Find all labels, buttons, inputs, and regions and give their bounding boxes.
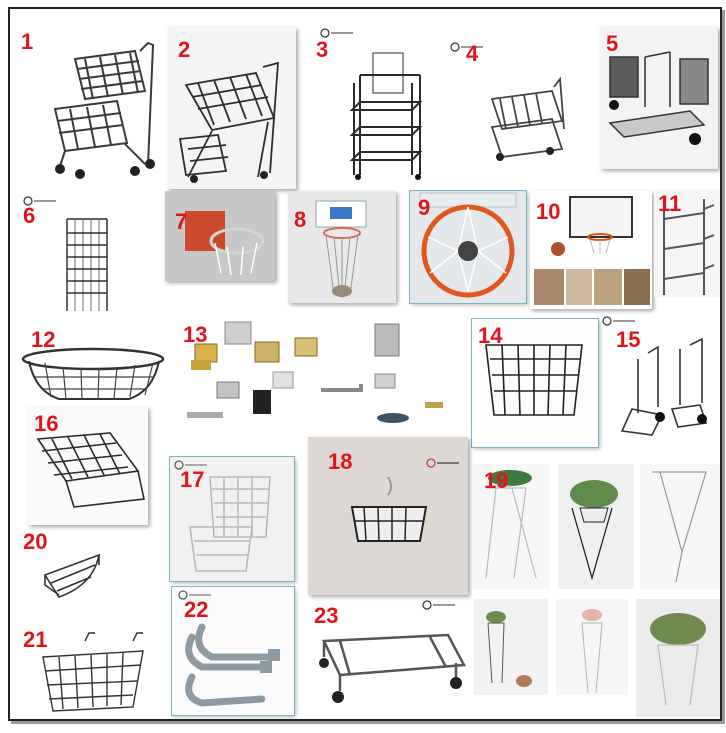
plant-stand-photos[interactable] <box>472 599 720 717</box>
brand-logo <box>178 589 212 601</box>
product-number: 5 <box>606 31 619 56</box>
product-tile-11[interactable]: 11 <box>654 189 720 297</box>
product-number: 8 <box>294 207 307 232</box>
product-tile-4[interactable]: 4 <box>442 27 597 189</box>
product-number: 1 <box>21 29 34 54</box>
product-tile-7[interactable]: 7 <box>165 191 275 281</box>
wall-basket-image <box>350 476 428 542</box>
trolley-image <box>53 41 155 179</box>
product-tile-14[interactable]: 14 <box>472 319 598 447</box>
hardware-image <box>187 321 443 423</box>
product-number: 15 <box>616 327 641 352</box>
dolly-image <box>319 633 466 703</box>
product-number: 16 <box>34 411 59 436</box>
product-number: 11 <box>658 191 682 216</box>
product-tile-22[interactable]: 22 <box>172 587 294 715</box>
product-number: 4 <box>466 41 479 66</box>
product-tile-1[interactable]: 1 <box>15 29 165 189</box>
product-tile-17[interactable]: 17 <box>170 457 294 581</box>
carts-image <box>608 51 709 145</box>
product-tile-5[interactable]: 5 <box>600 27 718 169</box>
hoop-image <box>165 191 275 281</box>
brand-logo <box>422 599 456 611</box>
product-number: 14 <box>478 323 503 348</box>
product-tile-19[interactable]: 19 <box>472 464 720 594</box>
hanger-image <box>663 199 715 295</box>
u-bolt-image <box>185 623 280 707</box>
oval-basket-image <box>21 347 165 401</box>
trolleys-image <box>620 337 708 436</box>
wire-basket-image <box>485 344 583 416</box>
product-number: 12 <box>31 327 56 352</box>
product-tile-8[interactable]: 8 <box>288 191 396 303</box>
product-tile-12[interactable]: 12 <box>15 325 173 407</box>
brand-logo <box>450 41 484 53</box>
product-tile-18[interactable]: 18 <box>308 437 468 595</box>
product-tile-23[interactable]: 23 <box>310 597 470 717</box>
wire-basket-image <box>42 632 144 712</box>
product-number: 9 <box>418 195 431 220</box>
hanging-basket-image <box>36 432 145 508</box>
plant-stands-image <box>472 464 720 589</box>
product-number: 2 <box>178 37 191 62</box>
brand-logo <box>426 457 460 469</box>
product-number: 17 <box>180 467 205 492</box>
product-number: 19 <box>484 468 509 493</box>
product-tile-21[interactable]: 21 <box>15 627 165 719</box>
product-number: 22 <box>184 597 209 622</box>
product-tile-10[interactable]: 10 <box>530 191 652 309</box>
mini-hoop-image <box>534 196 650 305</box>
product-tile-20[interactable]: 20 <box>15 527 135 625</box>
product-tile-6[interactable]: 6 <box>15 191 160 323</box>
brand-logo <box>23 195 57 207</box>
product-tile-3[interactable]: 3 <box>298 27 440 189</box>
rim-image <box>419 192 517 298</box>
product-tile-15[interactable]: 15 <box>602 313 720 445</box>
trolley-image <box>178 61 279 183</box>
product-tile-2[interactable]: 2 <box>168 27 296 189</box>
corner-shelf-image <box>43 553 101 598</box>
plant-photos-image <box>474 599 720 717</box>
brand-logo <box>174 459 208 471</box>
rack-image <box>66 218 108 311</box>
product-tile-9[interactable]: 9 <box>410 191 526 303</box>
product-number: 3 <box>316 37 329 62</box>
product-number: 6 <box>23 203 36 228</box>
catalog-grid: 1 2 <box>8 7 722 721</box>
product-tile-16[interactable]: 16 <box>28 407 148 525</box>
hoop-net-image <box>315 200 367 298</box>
brand-logo <box>320 27 354 39</box>
product-number: 7 <box>175 209 188 234</box>
rack-image <box>349 52 423 180</box>
product-number: 21 <box>23 627 48 652</box>
product-number: 18 <box>328 449 353 474</box>
product-number: 10 <box>536 199 561 224</box>
product-number: 13 <box>183 322 208 347</box>
product-number: 20 <box>23 529 48 554</box>
cart-image <box>490 76 565 161</box>
brand-logo <box>602 315 636 327</box>
product-tile-13[interactable]: 13 <box>175 314 465 432</box>
white-basket-image <box>189 476 271 572</box>
product-number: 23 <box>314 603 339 628</box>
